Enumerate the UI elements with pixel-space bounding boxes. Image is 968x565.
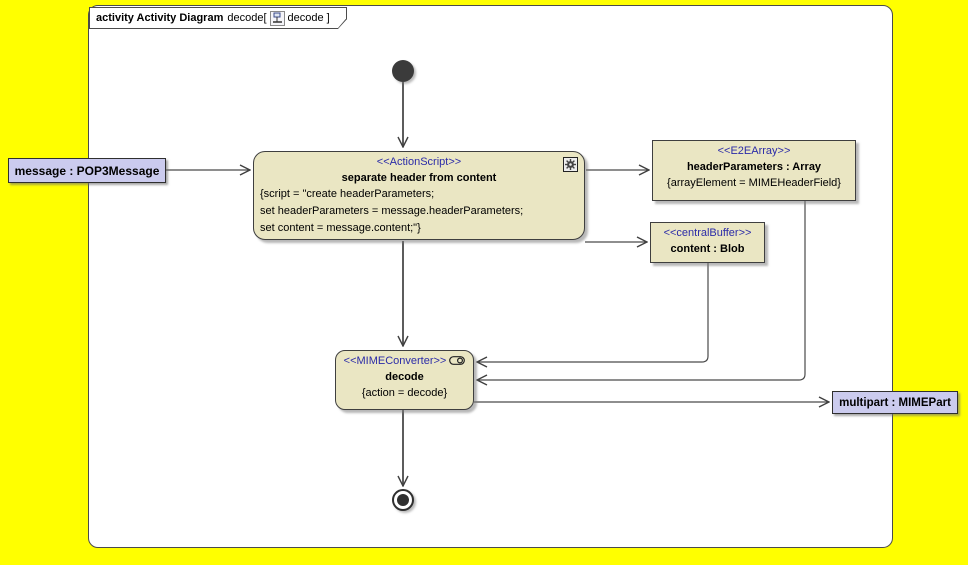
decode-stereotype: <<MIMEConverter>> (343, 355, 447, 367)
frame-title-suffix: decode ] (287, 12, 330, 24)
edge-contentbuffer-to-decode[interactable] (477, 263, 709, 362)
action-node-decode[interactable]: <<MIMEConverter>> decode {action = decod… (335, 350, 474, 410)
activity-diagram-icon (270, 11, 285, 26)
activity-frame (88, 5, 893, 548)
object-node-headerparameters[interactable]: <<E2EArray>> headerParameters : Array {a… (652, 140, 856, 201)
parameter-message-label: message : POP3Message (14, 163, 160, 178)
script-line: {script = "create headerParameters; (260, 188, 435, 200)
parameter-multipart-label: multipart : MIMEPart (839, 396, 951, 409)
call-behavior-icon (449, 355, 466, 368)
parameter-node-multipart[interactable]: multipart : MIMEPart (832, 391, 958, 414)
frame-title-name: decode[ (227, 12, 267, 24)
action-node-separate-header[interactable]: <<ActionScript>> separate header from co… (253, 151, 585, 240)
decode-constraint: {action = decode} (361, 387, 448, 399)
frame-title-tab[interactable]: activity Activity Diagram decode[ decode… (89, 7, 347, 29)
action-script-body: {script = "create headerParameters; set … (254, 186, 584, 237)
initial-node[interactable] (392, 60, 414, 82)
final-node[interactable] (392, 489, 414, 511)
contentbuffer-stereotype: <<centralBuffer>> (663, 227, 752, 239)
edge-headerparameters-to-decode[interactable] (477, 201, 806, 380)
parameter-node-message[interactable]: message : POP3Message (8, 158, 166, 183)
action-stereotype: <<ActionScript>> (376, 156, 462, 168)
contentbuffer-name: content : Blob (670, 243, 745, 255)
final-node-dot (397, 494, 409, 506)
gear-icon (563, 157, 578, 172)
headerparameters-stereotype: <<E2EArray>> (717, 145, 791, 157)
script-line: set headerParameters = message.headerPar… (260, 205, 524, 217)
script-line: set content = message.content;"} (260, 222, 421, 234)
decode-name: decode (385, 371, 424, 383)
frame-title-keyword: activity Activity Diagram (96, 12, 224, 24)
object-node-content-buffer[interactable]: <<centralBuffer>> content : Blob (650, 222, 765, 263)
headerparameters-constraint: {arrayElement = MIMEHeaderField} (667, 177, 841, 189)
headerparameters-name: headerParameters : Array (686, 161, 822, 173)
action-name: separate header from content (341, 172, 497, 184)
